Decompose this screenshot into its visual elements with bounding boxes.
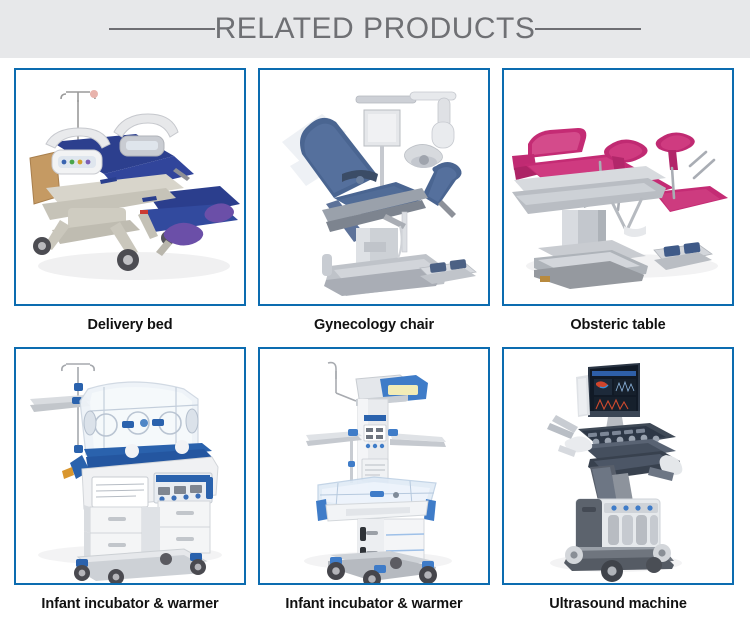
product-caption: Ultrasound machine <box>549 595 687 612</box>
product-image-card[interactable] <box>502 346 734 585</box>
obsteric-table-photo <box>504 70 732 304</box>
product-cell-ultrasound-machine[interactable]: Ultrasound machine <box>502 346 734 612</box>
product-image-card[interactable] <box>258 68 490 306</box>
related-products-header: RELATED PRODUCTS <box>0 0 750 58</box>
page-title: RELATED PRODUCTS <box>214 12 536 45</box>
header-rule-right <box>535 28 642 30</box>
header-inner: RELATED PRODUCTS <box>0 14 750 44</box>
product-caption: Infant incubator & warmer <box>285 595 463 612</box>
product-image-card[interactable] <box>502 68 734 306</box>
header-rule-left <box>108 28 215 30</box>
product-cell-delivery-bed[interactable]: Delivery bed <box>14 68 246 333</box>
product-caption: Gynecology chair <box>313 317 435 333</box>
delivery-bed-photo <box>16 70 244 304</box>
product-caption: Delivery bed <box>87 317 173 333</box>
product-caption: Infant incubator & warmer <box>41 595 219 612</box>
product-cell-infant-warmer[interactable]: Infant incubator & warmer <box>258 346 490 612</box>
product-cell-infant-incubator[interactable]: Infant incubator & warmer <box>14 346 246 612</box>
product-caption: Obsteric table <box>570 317 666 333</box>
product-image-card[interactable] <box>258 346 490 585</box>
gynecology-chair-photo <box>260 70 488 304</box>
product-cell-gynecology-chair[interactable]: Gynecology chair <box>258 68 490 333</box>
product-row: Infant incubator & warmer <box>14 346 736 612</box>
ultrasound-machine-photo <box>504 348 732 583</box>
infant-incubator-photo <box>16 348 244 583</box>
product-row: Delivery bed <box>14 68 736 333</box>
product-grid: Delivery bed <box>0 58 750 611</box>
infant-radiant-warmer-photo <box>260 348 488 583</box>
product-image-card[interactable] <box>14 346 246 585</box>
product-image-card[interactable] <box>14 68 246 306</box>
product-cell-obsteric-table[interactable]: Obsteric table <box>502 68 734 333</box>
